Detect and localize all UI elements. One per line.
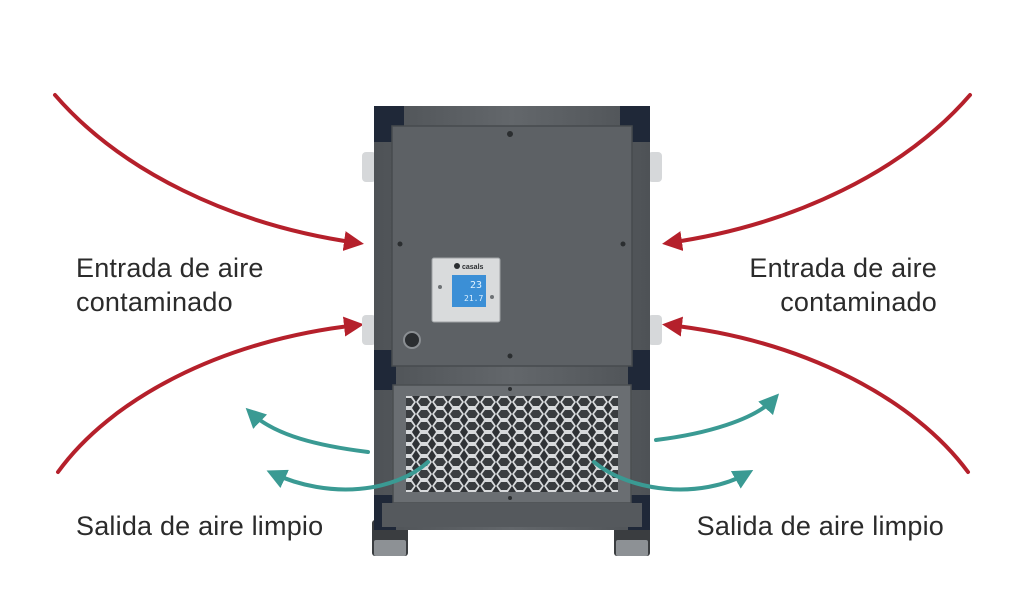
power-knob[interactable] [403,331,421,349]
inlet-label-right: Entrada de aire contaminado [749,251,937,319]
inlet-label-left-line2: contaminado [76,287,233,317]
inlet-arrow-top-left [53,93,364,251]
device-base [382,503,642,527]
control-panel: casals 23 21.7 [431,257,501,323]
casals-logo-icon [454,263,460,269]
outlet-arrow-lower-right [592,460,754,492]
side-handle-bottom-right [648,315,662,345]
inlet-label-right-line1: Entrada de aire [749,253,937,283]
inlet-label-right-line2: contaminado [780,287,937,317]
inlet-arrow-bottom-right [662,316,970,474]
outlet-arrow-upper-left [245,407,370,454]
inlet-label-left-line1: Entrada de aire [76,253,264,283]
inlet-arrow-top-right [662,93,972,251]
outlet-label-left: Salida de aire limpio [76,511,324,541]
air-purifier-device: casals 23 21.7 [362,106,662,556]
outlet-arrow-lower-left [266,460,430,492]
inlet-label-left: Entrada de aire contaminado [76,251,264,319]
side-handle-bottom-left [362,315,376,345]
lcd-value-1: 23 [470,280,482,291]
outlet-arrow-upper-right [654,393,780,442]
brand-logo: casals [462,264,484,271]
inlet-arrow-bottom-left [56,316,364,474]
filter-mesh [406,396,618,492]
corner-cap-mid-left [374,350,396,390]
outlet-label-right: Salida de aire limpio [696,511,944,541]
lcd-display [452,275,486,307]
control-button-left[interactable] [438,285,442,289]
side-handle-top-right [648,152,662,182]
corner-cap-mid-right [628,350,650,390]
front-panel [391,125,633,367]
control-button-right[interactable] [490,295,494,299]
lcd-value-2: 21.7 [464,294,483,303]
side-handle-top-left [362,152,376,182]
